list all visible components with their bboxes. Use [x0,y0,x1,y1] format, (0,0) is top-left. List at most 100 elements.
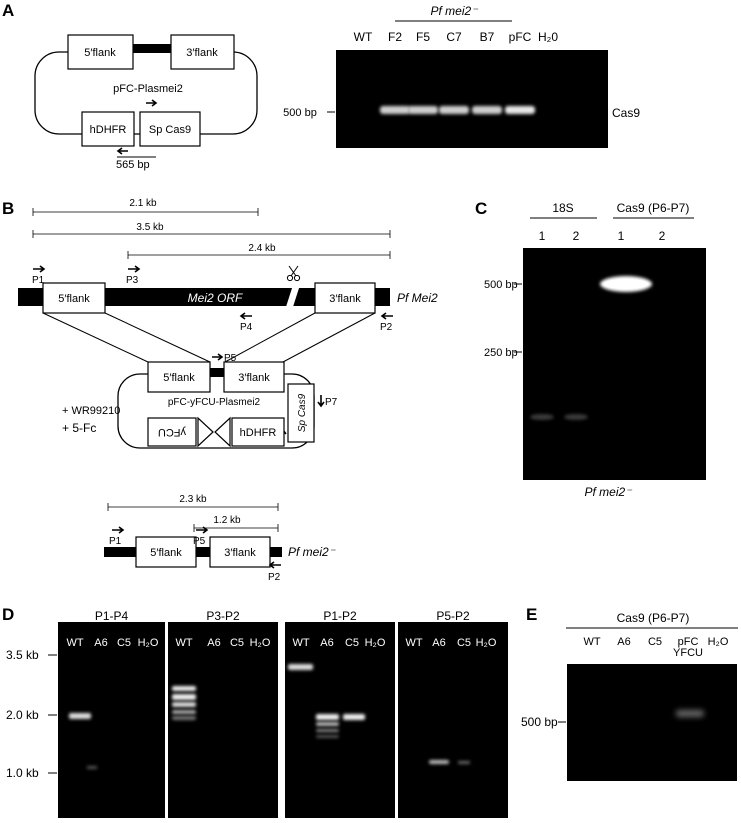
plasmid-b-cas9-box [287,383,315,443]
panel-b-label: B [2,199,14,218]
lane-label-d: H₂O [250,637,271,649]
lane-label-d: H₂O [138,637,159,649]
mutant-p5-arrow-icon [196,526,209,534]
lane-label-d: C5 [230,637,244,649]
p3-label: P3 [126,275,139,286]
lane-label-d: A6 [320,637,333,649]
marker-d-35: 3.5 kb [6,648,39,662]
dist-bar-3 [127,251,391,259]
lane-label-d: C5 [117,637,131,649]
marker-c-250: 250 bp [484,347,518,359]
lane-label-c: 1 [539,229,546,243]
band-a [380,106,410,114]
p5-label: P5 [224,353,237,364]
lane-label-c: 2 [659,229,666,243]
marker-c-500: 500 bp [484,279,518,291]
plasmid-b-flank3-box [223,361,285,393]
band-d-p3p2-wt-4 [172,710,196,714]
lane-label-e: A6 [617,636,630,648]
plasmid-b-hdhfr-label: hDHFR [240,427,277,439]
dist-label-1: 2.1 kb [129,198,157,209]
lane-label-e: C5 [648,636,662,648]
panel-e-label: E [526,605,537,624]
lane-label-d: WT [175,637,192,649]
plasmid-name: pFC-Plasmei2 [113,83,183,95]
yfcu-box [147,417,197,447]
lane-label-d: WT [292,637,309,649]
flank3-label: 3′flank [186,47,218,59]
lane-label-c: 2 [573,229,580,243]
plasmid-b-hdhfr-box [231,417,285,447]
bands-a [380,106,535,114]
crossover-line-2 [104,312,211,363]
plasmid-map-a: 5′flank 3′flank pFC-Plasmei2 hDHFR Sp Ca… [34,34,258,171]
locus-flank3-label: 3′flank [329,293,361,305]
plasmid-b-flank5-label: 5′flank [163,372,195,384]
orf-label: Mei2 ORF [188,291,243,305]
marker-d-20: 2.0 kb [6,708,39,722]
band-d-p3p2-wt-1 [172,686,196,691]
p7-arrow-icon [317,395,325,408]
plasmid-b-backbone [117,373,315,449]
lane-label-d: A6 [207,637,220,649]
locus-flank5-label: 5′flank [58,293,90,305]
p7-label: P7 [325,397,338,408]
lane-label-a: H₂0 [538,30,558,44]
band-label-a: Cas9 [612,106,640,120]
lane-label-d: H₂O [476,637,497,649]
flank3-box [170,34,235,70]
lane-label-d: C5 [457,637,471,649]
group-label-c1: 18S [552,201,573,215]
hdhfr-label: hDHFR [90,124,127,136]
gel-image-a [336,50,608,148]
group-label-d: P5-P2 [436,609,470,623]
dist-label-5: 1.2 kb [213,515,241,526]
band-a [472,106,502,114]
lane-label-a: pFC [509,30,532,44]
cas9-box [139,111,201,147]
group-label-c2: Cas9 (P6-P7) [617,201,690,215]
crossover-line-3 [224,312,316,363]
dist-bar-1 [32,208,259,216]
crossover-line-4 [282,312,376,363]
lane-label-e: H₂O [708,636,729,648]
promoter-triangle-2 [214,416,231,448]
lane-label-d: A6 [94,637,107,649]
plasmid-b-junction [210,368,224,377]
footer-c: Pf mei2⁻ [584,485,633,499]
band-a [505,106,535,114]
lane-label-d: H₂O [365,637,386,649]
band-d-p1p2-wt [288,664,313,670]
band-d-p1p2-a6-2 [316,722,339,726]
band-c-cas9-core [604,279,648,289]
band-d-p3p2-wt-3 [172,702,196,707]
band-d-p1p2-a6-3 [316,729,339,732]
marker-e: 500 bp [521,715,558,729]
dist-bar-2 [32,230,391,238]
lane-label-c: 1 [618,229,625,243]
gel-image-d-1 [58,622,165,818]
lane-label-a: F2 [388,30,402,44]
group-label-d: P1-P4 [95,609,129,623]
mutant-p2-arrow-icon [268,561,281,569]
band-d-p1p2-a6-4 [316,735,339,738]
mutant-p5-label: P5 [193,536,206,547]
gel-c: 18S Cas9 (P6-P7) 1 2 1 2 500 bp 250 bp P… [484,201,706,499]
mutant-locus-b: 2.3 kb 1.2 kb 5′flank 3′flank Pf mei2⁻ P… [104,494,337,583]
mutant-p2-label: P2 [268,572,281,583]
p2-label: P2 [380,322,393,333]
primer-reverse-arrow-icon [116,147,128,155]
band-d-p1p2-a6-1 [316,714,339,720]
plasmid-b-name: pFC-yFCU-Plasmei2 [168,397,261,408]
p1-arrow-icon [33,265,46,273]
dist-label-4: 2.3 kb [179,494,207,505]
dist-bar-5 [193,524,279,532]
band-d-p3p2-wt-5 [172,716,196,720]
p4-arrow-icon [239,312,252,320]
band-d-p1p2-c5 [343,714,365,720]
lane-label-d: A6 [432,637,445,649]
amplicon-size: 565 bp [116,159,150,171]
group-label-d: P3-P2 [206,609,240,623]
